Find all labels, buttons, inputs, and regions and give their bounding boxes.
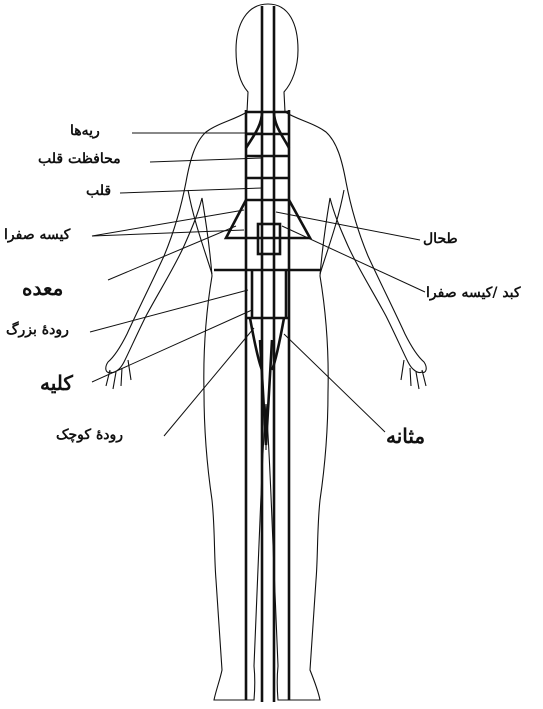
label-lungs: ریه‌ها [70,124,100,138]
body-outline [106,4,426,700]
label-small-intestine: رودهٔ کوچک [56,428,123,442]
label-pericardium: محافظت قلب [38,152,121,166]
label-liver-gallbladder: کبد /کیسه صفرا [426,286,521,300]
label-kidney: کلیه [40,373,73,393]
label-stomach: معده [22,278,63,298]
label-large-intestine: رودهٔ بزرگ [6,323,69,337]
label-spleen: طحال [423,232,458,246]
label-gallbladder: کیسه صفرا [4,228,70,242]
label-bladder: مثانه [386,426,425,446]
label-heart: قلب [86,184,111,198]
